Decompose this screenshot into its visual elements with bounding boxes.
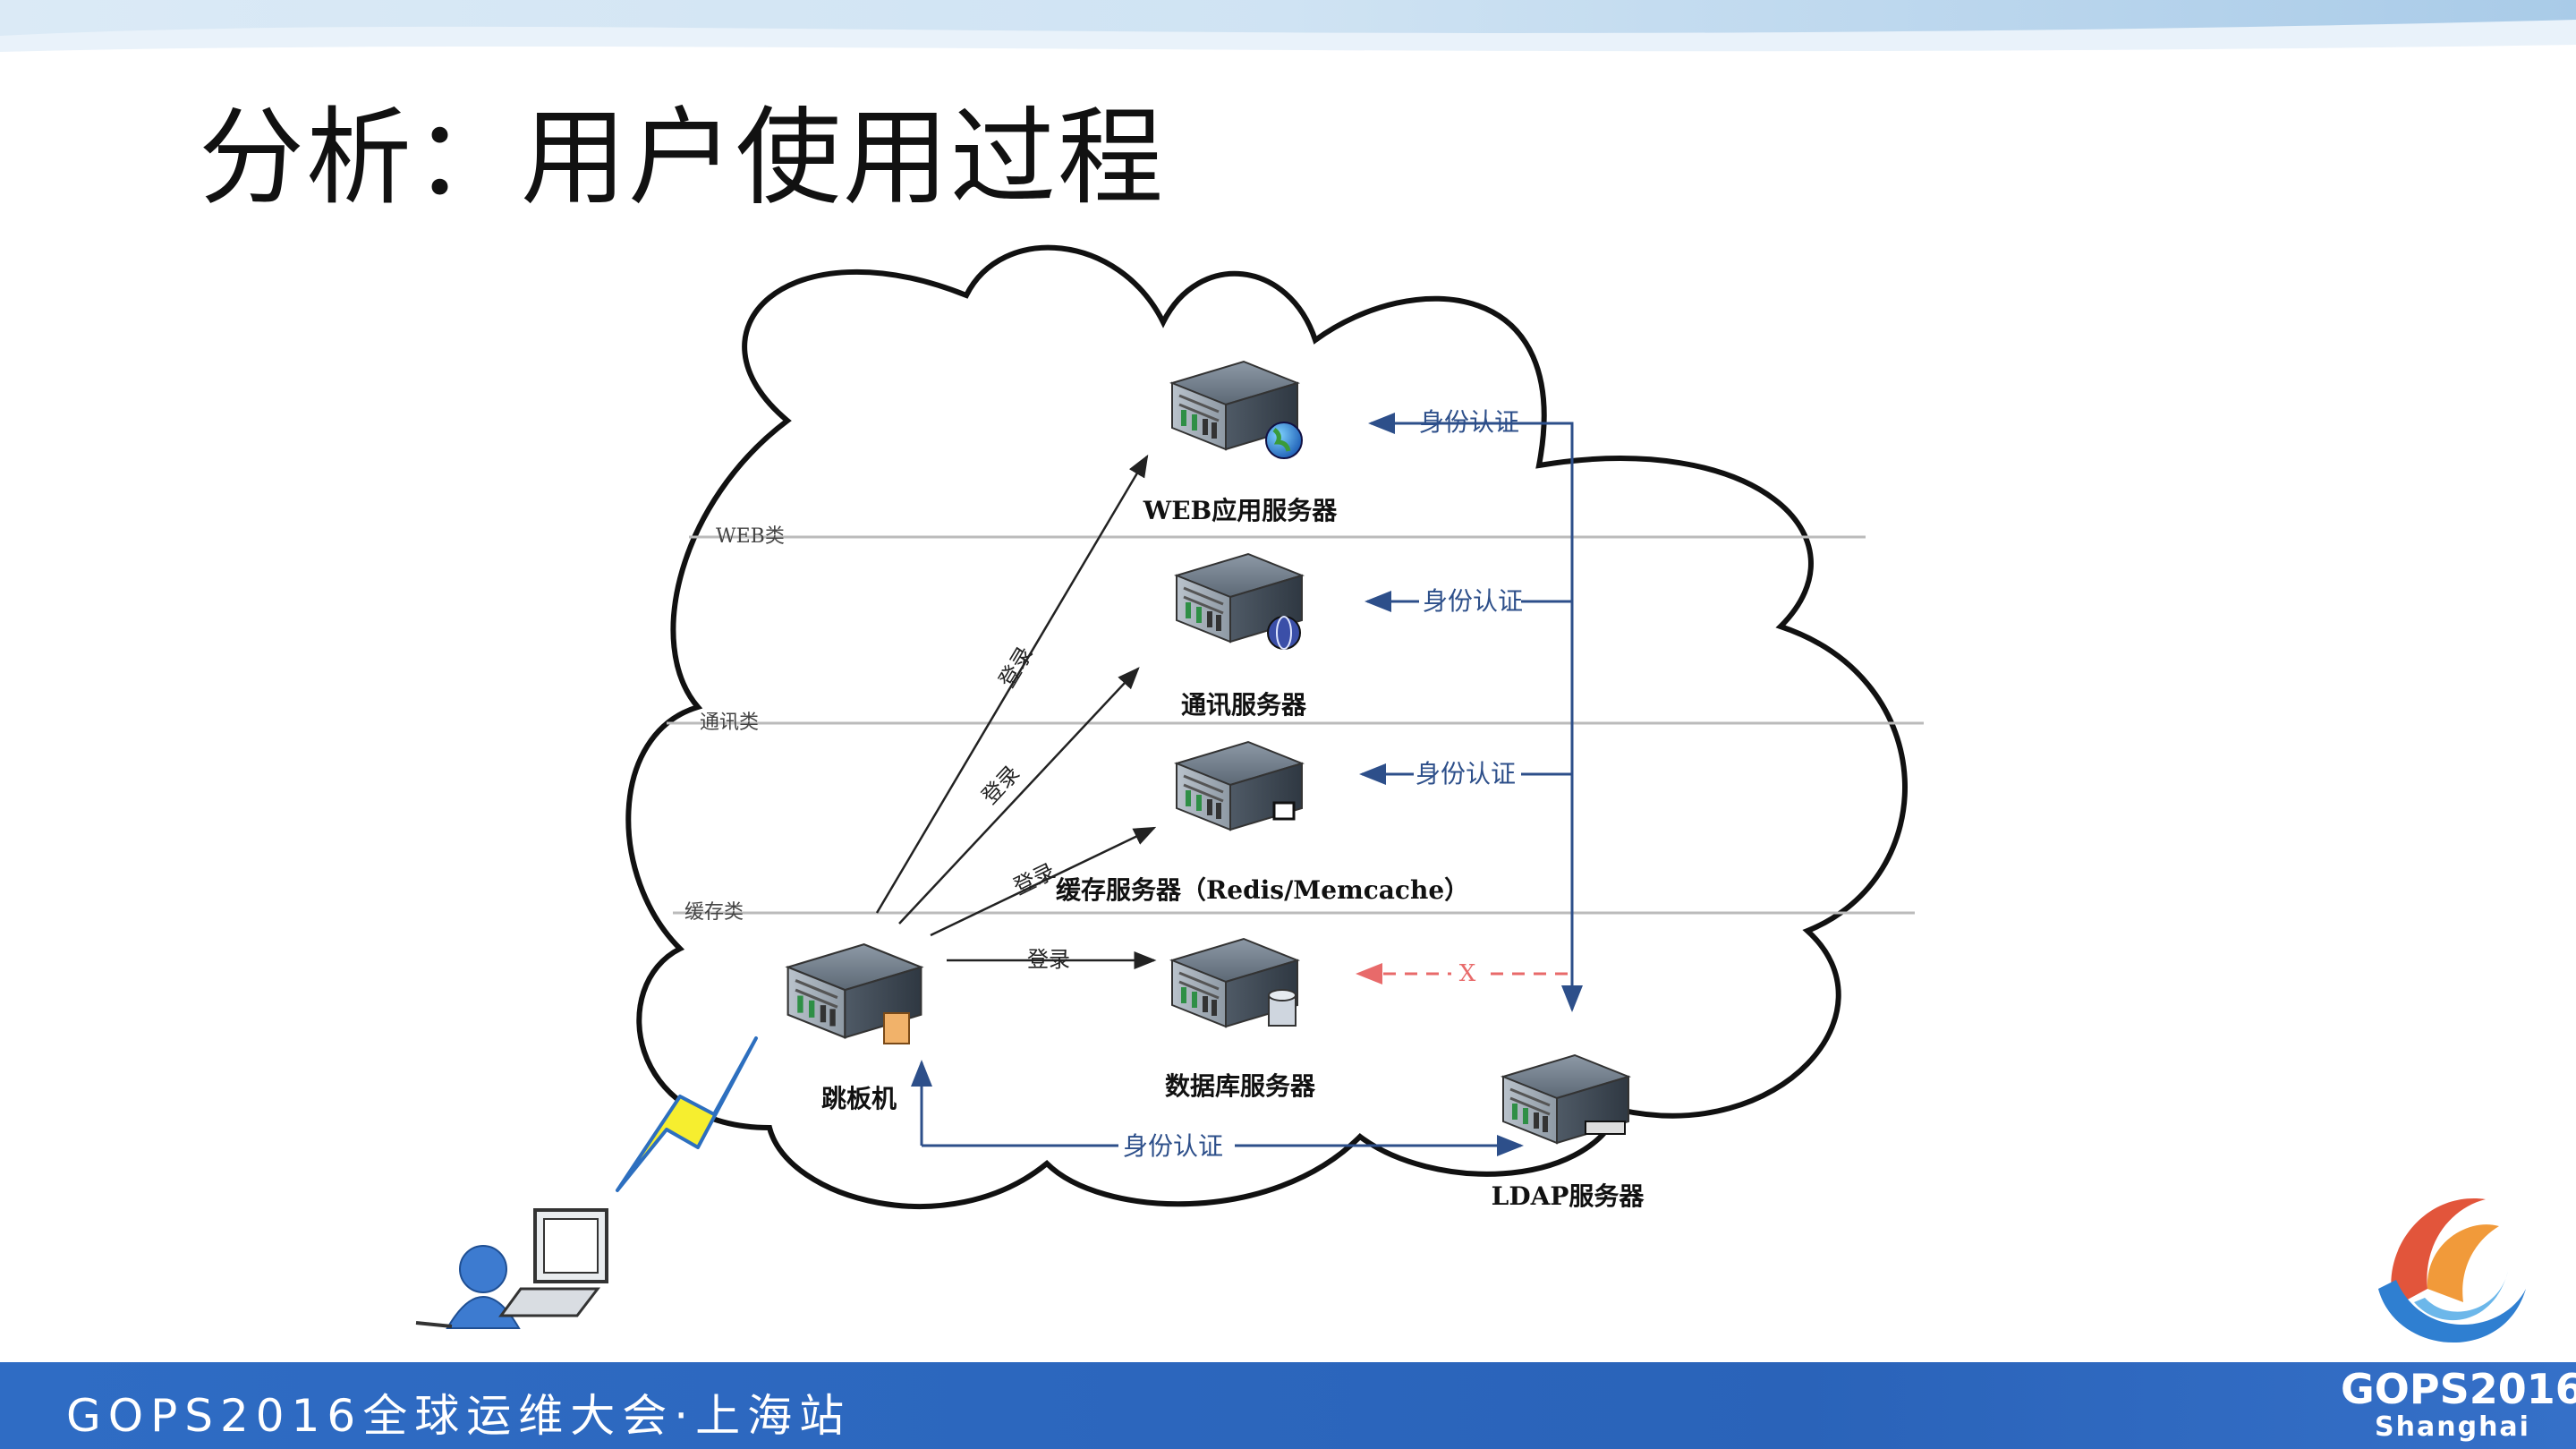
- im-server-label: 通讯服务器: [1181, 690, 1307, 720]
- database-icon: [1268, 989, 1297, 1027]
- web-server-label: WEB应用服务器: [1143, 496, 1338, 525]
- auth-label-im: 身份认证: [1423, 586, 1523, 616]
- network-globe-icon: [1267, 616, 1301, 650]
- lightning-icon: [616, 1036, 758, 1192]
- cache-server-label: 缓存服务器（Redis/Memcache）: [1056, 875, 1469, 905]
- page-title: 分析：用户使用过程: [199, 96, 1166, 219]
- web-server: [1170, 360, 1303, 459]
- login-arrow-web: [875, 454, 1149, 914]
- gops-brand: GOPS2016 Shanghai: [2341, 1365, 2576, 1443]
- ldap-server-label: LDAP服务器: [1492, 1181, 1645, 1211]
- login-arrow-im: [898, 667, 1140, 925]
- login-label-db: 登录: [1027, 947, 1070, 972]
- gops-logo-icon: [2350, 1162, 2550, 1362]
- cloud-boundary: [625, 244, 1908, 1209]
- auth-label-cache: 身份认证: [1416, 759, 1516, 788]
- document-icon: [883, 1012, 910, 1044]
- globe-icon: [1265, 422, 1303, 459]
- login-arrow-cache: [930, 826, 1157, 937]
- jump-server: [786, 942, 922, 1044]
- disk-drive-icon: [1585, 1121, 1626, 1135]
- jump-server-label: 跳板机: [821, 1084, 897, 1113]
- terminal-icon: [1272, 801, 1296, 821]
- db-server: [1170, 937, 1299, 1028]
- db-server-label: 数据库服务器: [1165, 1071, 1316, 1101]
- ldap-server: [1501, 1053, 1630, 1145]
- footer-bar: [0, 1362, 2576, 1449]
- user-icon: [446, 1245, 521, 1329]
- footer-conference-text: GOPS2016全球运维大会·上海站: [66, 1390, 852, 1442]
- auth-vertical-line: [1521, 422, 1583, 1012]
- computer-icon: [415, 1208, 608, 1328]
- cache-server: [1175, 740, 1304, 831]
- auth-label-web: 身份认证: [1419, 407, 1519, 437]
- im-server: [1175, 552, 1304, 650]
- zone-label-im: 通讯类: [700, 712, 759, 734]
- top-decorative-band: [0, 0, 2576, 64]
- brand-main: GOPS2016: [2341, 1365, 2576, 1413]
- zone-label-web: WEB类: [716, 525, 785, 548]
- zone-label-cache: 缓存类: [684, 901, 744, 924]
- auth-label-jump-ldap: 身份认证: [1123, 1131, 1223, 1161]
- denied-label: X: [1459, 960, 1476, 987]
- brand-city: Shanghai: [2375, 1411, 2530, 1443]
